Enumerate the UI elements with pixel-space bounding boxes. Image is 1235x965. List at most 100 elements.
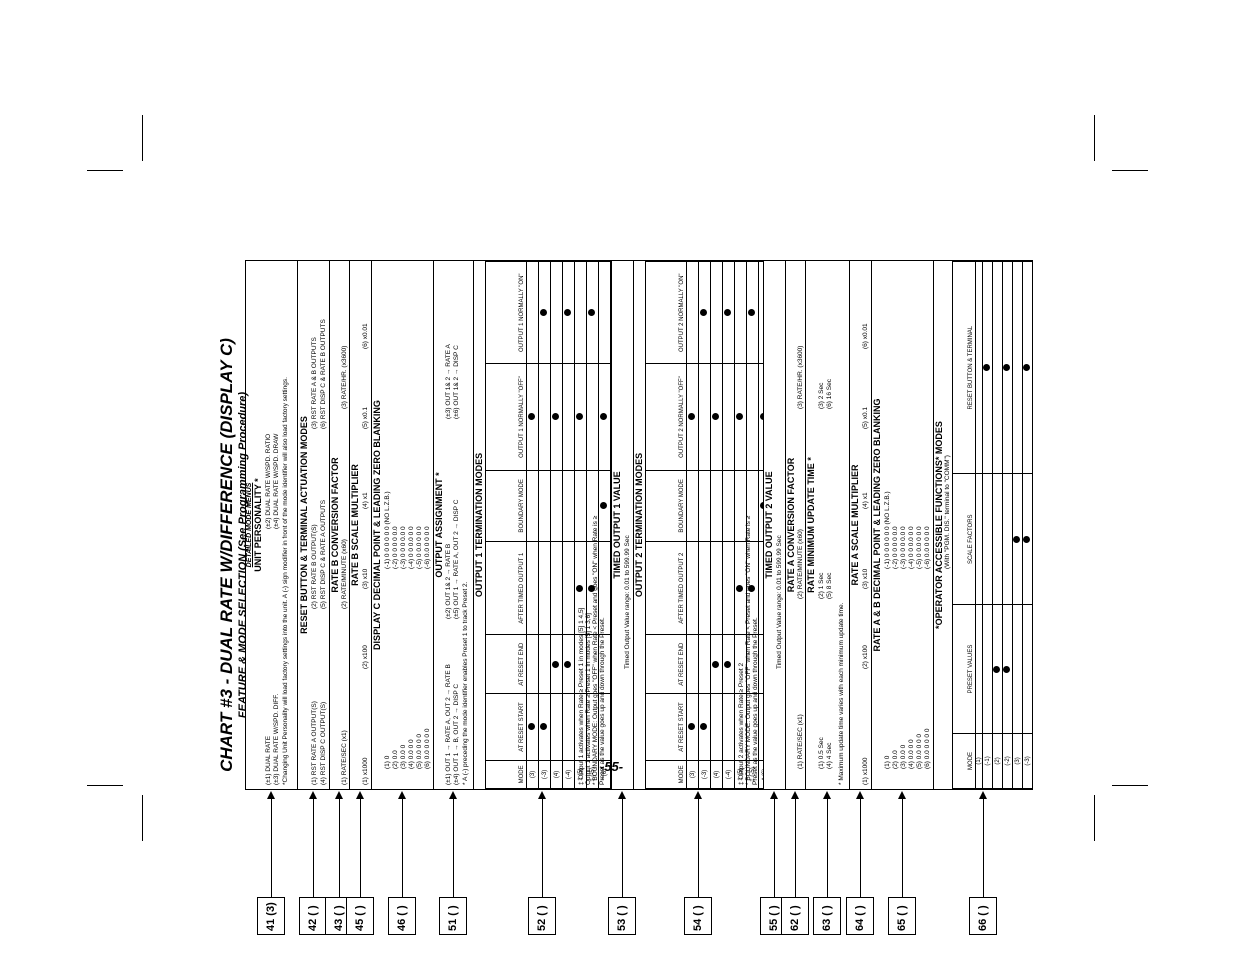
option: (5) RST DISP C & RATE A OUTPUTS: [320, 499, 327, 609]
section-heading: RATE A SCALE MULTIPLIER: [850, 464, 860, 586]
grid-cell: [1032, 473, 1033, 605]
grid-cell: [975, 604, 983, 734]
note: Timed Output Value range: 0.01 to 599.99…: [776, 535, 783, 669]
column-header: AT RESET START: [645, 693, 687, 761]
arrow-line: [360, 799, 361, 897]
selection-dot: [552, 413, 559, 421]
code-42-box[interactable]: 42 ( ): [299, 897, 327, 935]
section-heading: RATE MINIMUM UPDATE TIME *: [806, 457, 816, 593]
grid-cell: [722, 693, 735, 761]
grid-cell: [698, 634, 711, 694]
crop-mark: [1094, 795, 1095, 841]
selection-dot: [700, 309, 707, 317]
option: (3) x10: [362, 568, 369, 589]
table-row: (4): [550, 261, 563, 789]
grid-cell: [538, 363, 551, 471]
arrow-line: [271, 799, 272, 897]
option: (4) x1: [362, 492, 369, 509]
grid-cell: [722, 363, 735, 471]
arrow-head-icon: [398, 791, 406, 799]
selection-dot: [564, 309, 571, 317]
arrow-head-icon: [538, 791, 546, 799]
grid-cell: [562, 693, 575, 761]
option: (3) RATE/HR. (x3600): [797, 345, 804, 409]
selection-dot: [724, 660, 731, 668]
grid-cell: [1022, 261, 1033, 474]
mode-cell: (1): [975, 733, 983, 789]
table-row: (-3): [1022, 261, 1033, 789]
option: (5) x0.1: [862, 406, 869, 429]
dp-option: (-3) 0 0 0 0.0 0: [900, 526, 907, 569]
grid-cell: [686, 693, 699, 761]
section-rate-a-scale: RATE A SCALE MULTIPLIER (1) x1000 (2) x1…: [850, 261, 872, 789]
code-54-box[interactable]: 54 ( ): [684, 897, 712, 935]
column-header: AFTER TIMED OUTPUT 2: [645, 541, 687, 635]
option: (1) RST RATE A OUTPUT(S): [311, 701, 318, 785]
grid-cell: [982, 261, 993, 474]
option: (5) 8 Sec: [826, 572, 833, 599]
grid-cell: [586, 363, 599, 471]
grid-cell: [746, 363, 759, 471]
grid-cell: [598, 261, 611, 364]
code-52-box[interactable]: 52 ( ): [528, 897, 556, 935]
code-62-box[interactable]: 62 ( ): [781, 897, 809, 935]
column-header: MODE: [645, 760, 687, 789]
grid-cell: [526, 470, 539, 542]
dp-option: (4) 0.0 0 0: [408, 739, 415, 769]
grid-cell: [538, 693, 551, 761]
dp-option: (3) 0.0 0: [900, 744, 907, 769]
grid-cell: [562, 634, 575, 694]
section-rate-ab-decimal: RATE A & B DECIMAL POINT & LEADING ZERO …: [872, 261, 934, 789]
code-64-box[interactable]: 64 ( ): [846, 897, 874, 935]
grid-cell: [710, 261, 723, 364]
mode-cell: (3): [1012, 733, 1023, 789]
dp-option: (-6) 0.0 0 0 0 0: [924, 526, 931, 569]
mode-cell: (-4): [562, 760, 575, 789]
grid-cell: [698, 261, 711, 364]
section-heading: OUTPUT 1 TERMINATION MODES: [474, 452, 484, 598]
grid-cell: [1012, 261, 1023, 474]
arrow-head-icon: [823, 791, 831, 799]
grid-cell: [538, 261, 551, 364]
code-53-box[interactable]: 53 ( ): [608, 897, 636, 935]
mode-cell: (3): [526, 760, 539, 789]
section-rate-b-scale: RATE B SCALE MULTIPLIER (1) x1000 (2) x1…: [350, 261, 372, 789]
column-header: BOUNDARY MODE: [645, 470, 687, 542]
section-heading: RESET BUTTON & TERMINAL ACTUATION MODES: [299, 416, 309, 634]
option: (2) RATE/MINUTE (x60): [341, 539, 348, 609]
arrow-line: [339, 799, 340, 897]
section-heading: RATE A & B DECIMAL POINT & LEADING ZERO …: [872, 398, 882, 652]
chart-title: CHART #3 - DUAL RATE W/DIFFERENCE (DISPL…: [217, 338, 236, 772]
code-41-box[interactable]: 41 (3): [257, 897, 285, 935]
grid-cell: [1032, 261, 1033, 474]
code-63-box[interactable]: 63 ( ): [813, 897, 841, 935]
selection-dot: [983, 364, 990, 372]
option: (1) 0.5 Sec: [818, 737, 825, 769]
code-65-box[interactable]: 65 ( ): [888, 897, 916, 935]
option: (6) x0.01: [862, 323, 869, 349]
detailed-menus-heading: DETAILED MODE MENUS: [246, 482, 253, 568]
option: (±2) OUT 1& 2 → RATE B: [445, 543, 452, 619]
code-51-box[interactable]: 51 ( ): [439, 897, 467, 935]
code-46-box[interactable]: 46 ( ): [388, 897, 416, 935]
grid-cell: [1002, 473, 1013, 605]
option: (6) x0.01: [362, 323, 369, 349]
section-reset: RESET BUTTON & TERMINAL ACTUATION MODES …: [298, 261, 330, 789]
selection-dot: [993, 665, 1000, 673]
code-45-box[interactable]: 45 ( ): [346, 897, 374, 935]
grid-cell: [550, 634, 563, 694]
section-update-time: RATE MINIMUM UPDATE TIME * (1) 0.5 Sec (…: [806, 261, 850, 789]
dp-option: (6) 0.0 0 0 0 0: [424, 728, 431, 769]
grid-cell: [975, 261, 983, 474]
column-header: AT RESET END: [645, 634, 687, 694]
selection-dot: [736, 584, 743, 592]
code-66-box[interactable]: 66 ( ): [969, 897, 997, 935]
section-heading: TIMED OUTPUT 1 VALUE: [612, 471, 622, 579]
grid-cell: [550, 541, 563, 635]
selection-dot: [700, 723, 707, 731]
column-header: MODE: [952, 733, 976, 789]
mode-cell: (4): [550, 760, 563, 789]
dp-option: (-3) 0 0 0 0.0 0: [400, 526, 407, 569]
dp-option: (1) 0: [384, 755, 391, 769]
option: (±3) OUT 1& 2 → RATE A: [445, 344, 452, 419]
